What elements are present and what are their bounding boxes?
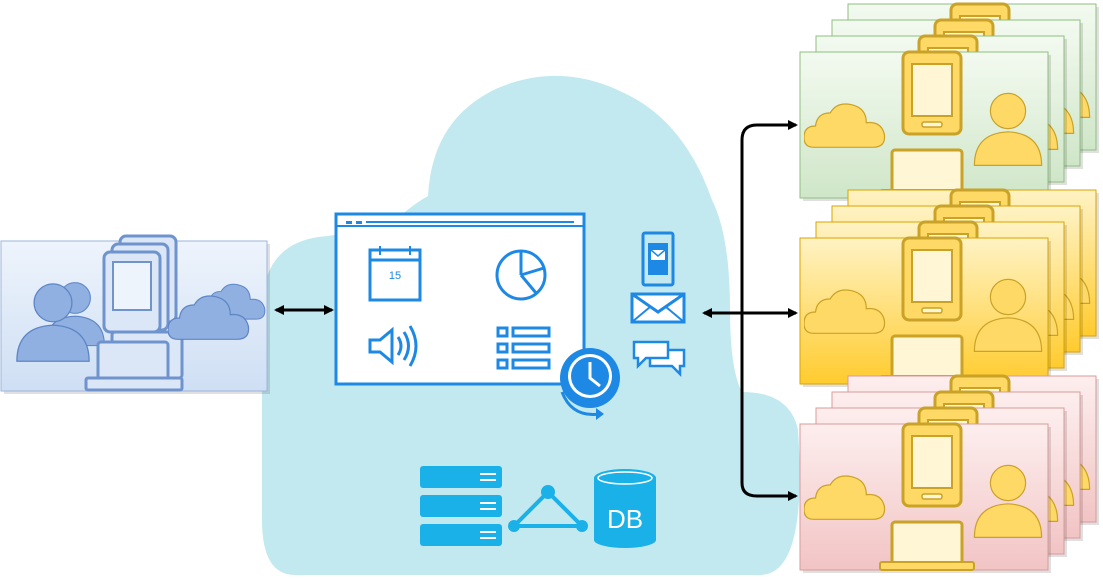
server-rack-icon <box>420 466 502 546</box>
client-panel <box>0 234 270 394</box>
pie-chart-icon <box>495 249 547 301</box>
database-icon: DB <box>594 469 656 548</box>
laptop-icon <box>879 520 975 571</box>
list-icon <box>496 326 551 370</box>
mobile-mail-icon <box>641 231 675 287</box>
tablet-icon <box>901 50 963 136</box>
app-window: 15 <box>334 212 586 386</box>
endpoint-panel <box>799 422 1051 573</box>
endpoint-group-yellow <box>799 188 1099 387</box>
tablet-icon <box>901 236 963 322</box>
laptop-icon <box>84 330 184 392</box>
database-label: DB <box>607 504 643 534</box>
endpoint-panel <box>799 236 1051 387</box>
tablet-icon <box>102 234 178 334</box>
distribution-arrows <box>702 120 798 501</box>
endpoint-panel <box>799 50 1051 201</box>
chat-icon <box>632 340 686 378</box>
speaker-icon <box>368 325 418 367</box>
endpoint-group-green <box>799 2 1099 201</box>
mail-icon <box>630 292 686 324</box>
tablet-icon <box>901 422 963 508</box>
endpoint-group-red <box>799 374 1099 573</box>
calendar-day-label: 15 <box>389 270 401 282</box>
network-icon <box>508 485 588 532</box>
calendar-icon: 15 <box>368 246 422 302</box>
clock-refresh-icon <box>560 348 620 420</box>
